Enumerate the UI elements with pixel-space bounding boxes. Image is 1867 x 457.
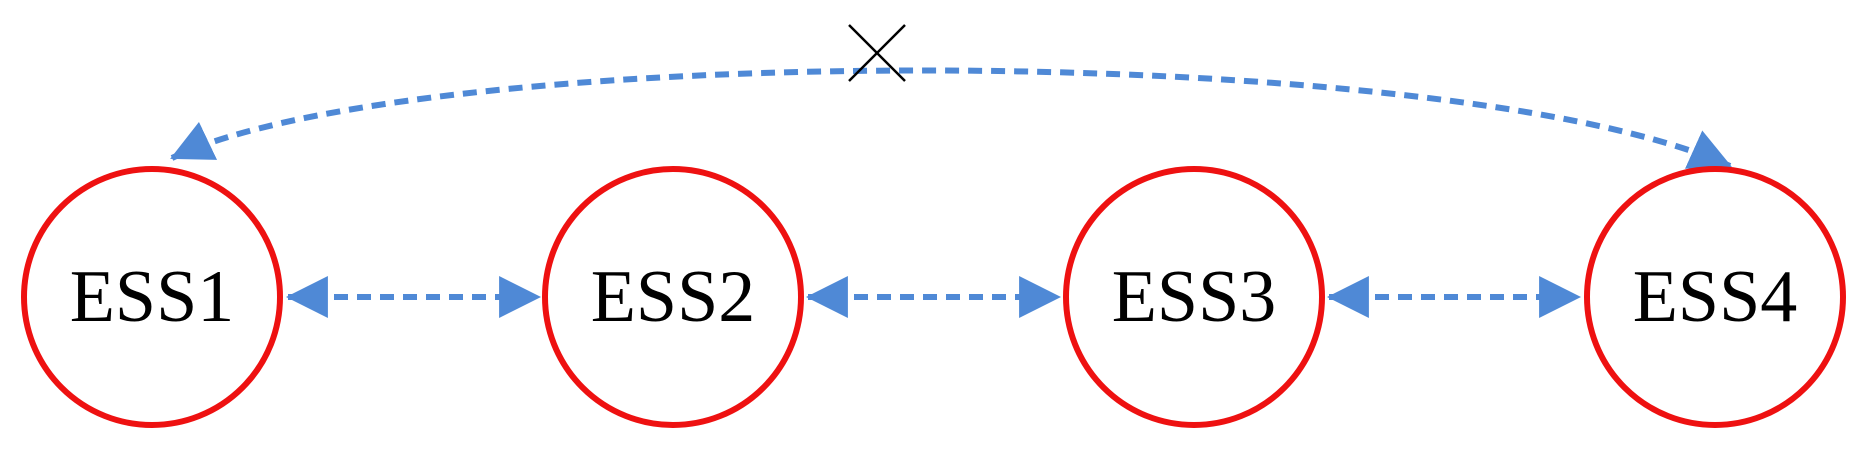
node-ess3-circle (1063, 166, 1325, 428)
node-ess4-circle (1584, 166, 1846, 428)
node-ess3-label: ESS3 (1112, 256, 1277, 338)
node-ess1: ESS1 (21, 166, 283, 428)
node-ess2-label: ESS2 (591, 256, 756, 338)
node-ess4: ESS4 (1584, 166, 1846, 428)
node-ess4-label: ESS4 (1633, 256, 1798, 338)
link-ess1-ess4-arc (170, 67, 1732, 169)
node-ess2: ESS2 (542, 166, 804, 428)
cross-icon (848, 24, 906, 82)
links-layer (170, 67, 1732, 318)
node-ess1-label: ESS1 (70, 256, 235, 338)
node-ess1-circle (21, 166, 283, 428)
nodes-layer: ESS1 ESS2 ESS3 ESS4 (21, 166, 1846, 428)
node-ess3: ESS3 (1063, 166, 1325, 428)
node-ess2-circle (542, 166, 804, 428)
